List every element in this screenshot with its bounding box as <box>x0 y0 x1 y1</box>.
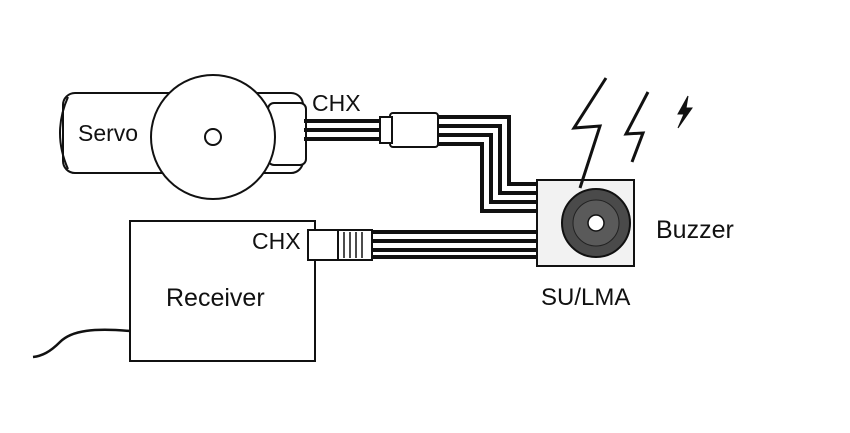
lightning-bolt-icon <box>677 95 693 129</box>
chx-connector-bottom <box>307 229 339 261</box>
receiver-antenna <box>32 328 131 359</box>
receiver-label: Receiver <box>166 284 265 312</box>
chx-connector-bottom-ridges <box>343 232 363 258</box>
servo-label: Servo <box>78 120 139 146</box>
servo-shaft <box>204 128 222 146</box>
receiver-box <box>129 220 316 362</box>
chx-top-label: CHX <box>312 90 361 116</box>
su-lma-label: SU/LMA <box>541 284 631 311</box>
receiver-cable <box>372 230 538 259</box>
receiver <box>32 220 316 362</box>
servo-cable <box>304 115 538 213</box>
buzzer-label: Buzzer <box>656 216 734 244</box>
lightning-bolt-icon <box>571 77 608 189</box>
servo <box>59 74 307 200</box>
lightning-bolt-icon <box>623 91 650 163</box>
servo-end-cap <box>59 96 69 170</box>
chx-connector-bottom-housing <box>337 229 373 261</box>
chx-connector-top <box>389 112 439 148</box>
chx-connector-top-collar <box>379 116 393 144</box>
speaker-icon <box>561 188 631 258</box>
chx-bottom-label: CHX <box>252 228 301 254</box>
buzzer-unit <box>536 179 635 267</box>
